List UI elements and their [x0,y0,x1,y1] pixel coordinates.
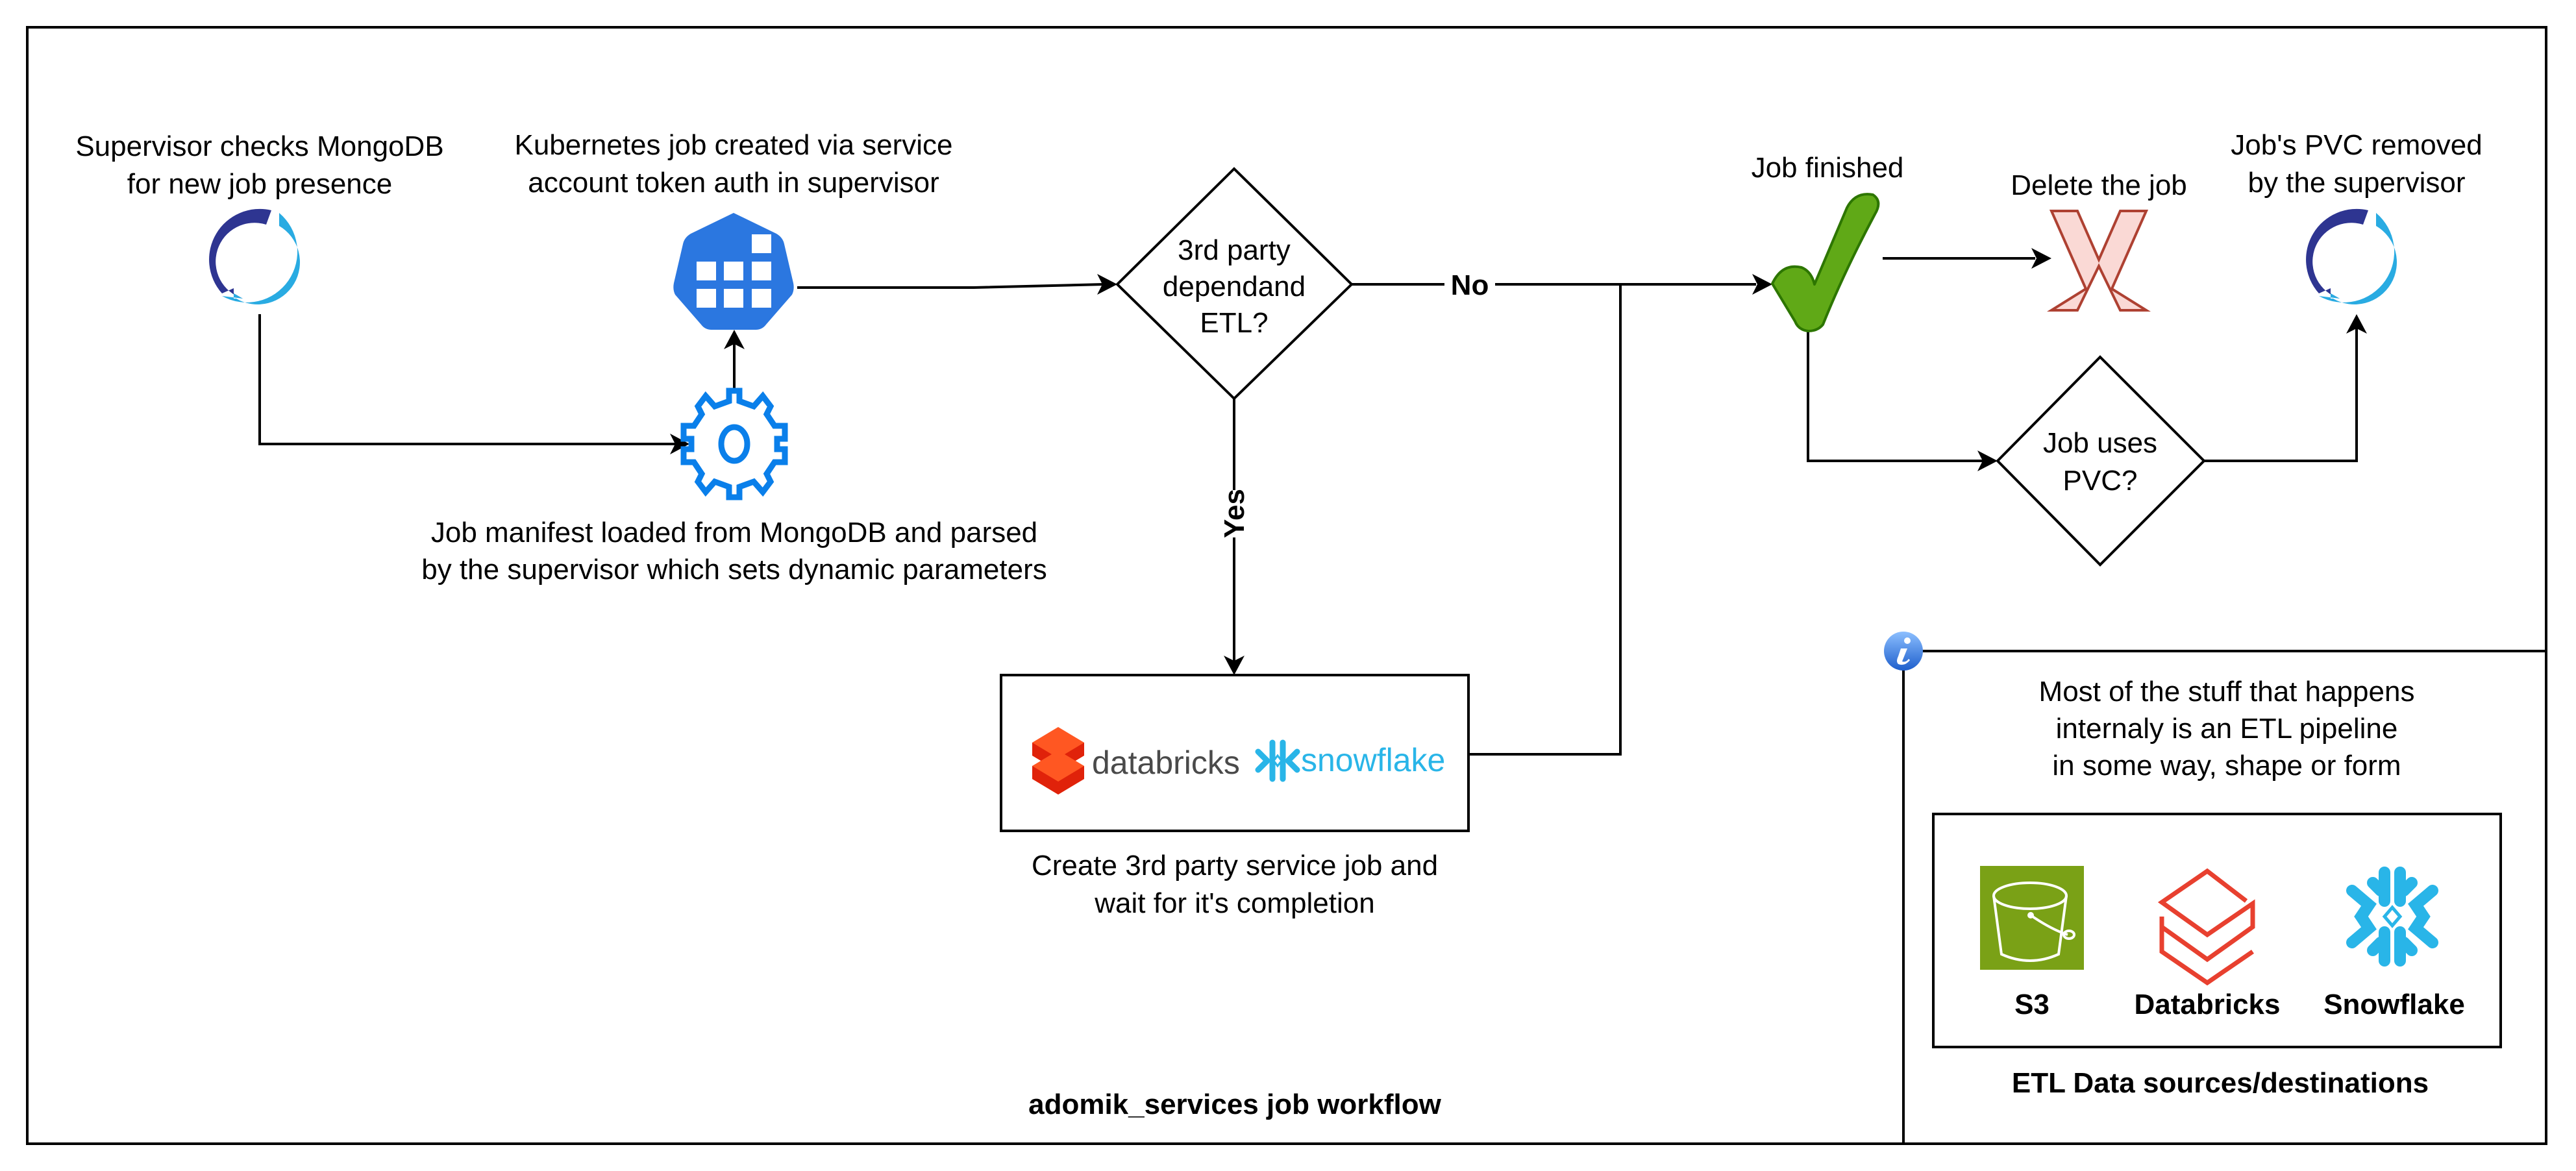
decision-pvc-line1: Job uses [2043,427,2157,459]
kubernetes-job-icon [673,213,794,330]
job-finished-label: Job finished [1752,152,1904,184]
node-supervisor-check[interactable]: Supervisor checks MongoDB for new job pr… [75,130,444,311]
k8s-label-line1: Kubernetes job created via service [514,129,952,161]
snowflake-icon [2346,867,2438,967]
gear-icon [680,388,788,500]
snowflake-wordmark: snowflake [1301,742,1445,778]
edge-supervisor-to-manifest [258,314,675,445]
third-party-caption-line1: Create 3rd party service job and [1032,850,1438,881]
connectors [258,257,2358,756]
info-text-line2: internaly is an ETL pipeline [2056,713,2398,745]
pvc-removed-label-line2: by the supervisor [2248,167,2465,199]
outer-frame [26,26,2547,1145]
decision-3rd-party-line2: dependand [1163,271,1306,302]
source-label-snowflake: Snowflake [2323,989,2465,1020]
arrowhead [1752,274,1772,295]
info-panel: Most of the stuff that happens internaly… [1884,632,2546,1144]
source-databricks[interactable]: Databricks [2134,868,2281,1020]
edge-label-yes: Yes [1219,489,1250,538]
databricks-wordmark: databricks [1092,745,1240,781]
k8s-label-line2: account token auth in supervisor [528,167,939,199]
arrowhead [1097,274,1117,295]
checkmark-icon [1771,193,1880,332]
edge-label-no: No [1451,269,1489,301]
node-third-party-service[interactable]: databricks snowflake Create 3rd party se… [1000,674,1470,919]
edge-k8s-to-decision [797,283,1104,289]
source-s3[interactable]: S3 [1980,866,2084,1020]
decision-3rd-party-etl[interactable]: 3rd party dependand ETL? [1115,167,1354,401]
supervisor-check-label-line1: Supervisor checks MongoDB [75,130,443,162]
node-delete-job[interactable]: Delete the job [2011,169,2187,312]
source-snowflake[interactable]: Snowflake [2323,867,2465,1020]
arrowheads [670,248,2367,675]
refresh-cycle-icon [2306,208,2397,304]
etl-sources-caption: ETL Data sources/destinations [2012,1067,2429,1099]
decision-3rd-party-line3: ETL? [1200,307,1268,339]
delete-job-label: Delete the job [2011,169,2187,201]
supervisor-check-label-line2: for new job presence [127,168,392,200]
node-k8s-job[interactable]: Kubernetes job created via service accou… [514,129,953,330]
arrowhead [1224,656,1245,675]
decision-3rd-party-line1: 3rd party [1178,234,1291,266]
arrowhead [724,330,745,349]
node-pvc-removed[interactable]: Job's PVC removed by the supervisor [2231,129,2483,304]
decision-diamond [1996,355,2206,567]
manifest-label-line1: Job manifest loaded from MongoDB and par… [431,517,1037,549]
arrowhead [670,434,689,454]
arrowhead [1977,450,1998,471]
s3-bucket-icon [1980,866,2084,970]
node-manifest[interactable]: Job manifest loaded from MongoDB and par… [421,388,1047,586]
info-text-line1: Most of the stuff that happens [2039,676,2415,708]
manifest-label-line2: by the supervisor which sets dynamic par… [421,554,1047,586]
snowflake-logo: snowflake [1255,739,1445,782]
third-party-caption-line2: wait for it's completion [1094,887,1374,919]
decision-pvc-line2: PVC? [2063,465,2138,497]
info-text-line3: in some way, shape or form [2052,750,2401,782]
source-label-s3: S3 [2014,989,2050,1020]
info-icon[interactable] [1884,632,1923,671]
databricks-logo: databricks [1032,727,1240,795]
decision-diamond [1115,167,1354,401]
node-job-finished[interactable]: Job finished [1752,152,1904,332]
delete-x-icon [2047,210,2151,312]
source-label-databricks: Databricks [2134,989,2280,1020]
edge-pvc-to-removed [2204,328,2358,462]
arrowhead [2031,248,2051,269]
edge-check-to-pvc-decision [1807,325,1983,462]
databricks-icon [2157,868,2255,986]
diagram-title: adomik_services job workflow [1028,1089,1442,1120]
decision-job-uses-pvc[interactable]: Job uses PVC? [1996,355,2206,567]
refresh-cycle-icon [209,208,300,304]
pvc-removed-label-line1: Job's PVC removed [2231,129,2482,161]
arrowhead [2346,314,2367,334]
edge-box-to-junction [1468,284,1622,756]
